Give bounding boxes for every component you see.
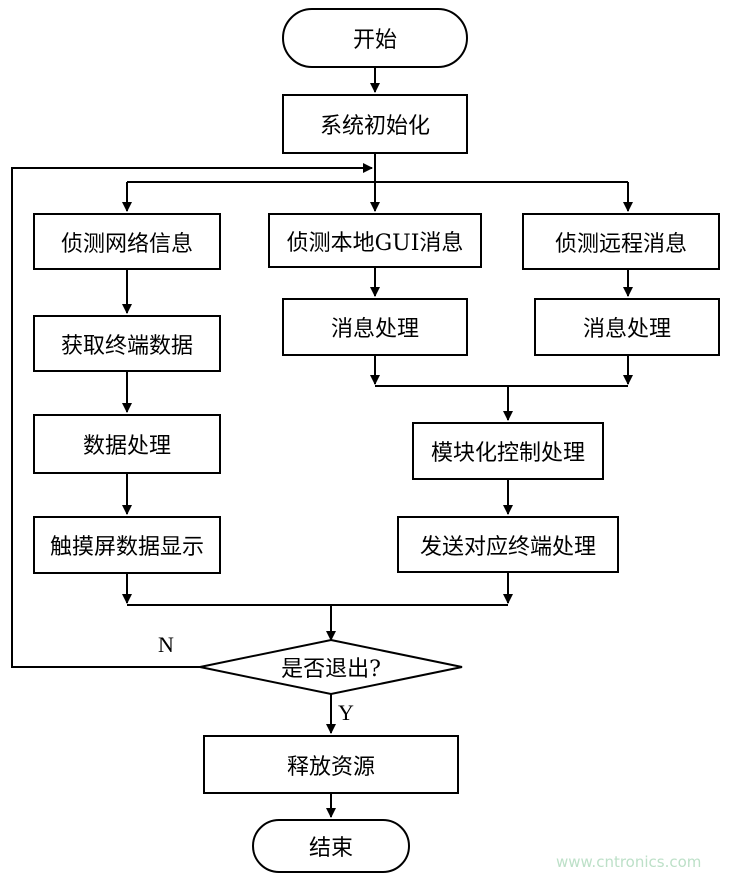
init-node: 系统初始化 [282, 94, 468, 154]
edge-label-yes: Y [338, 700, 354, 725]
end-node: 结束 [252, 819, 410, 873]
touchscreen-display-node: 触摸屏数据显示 [33, 516, 221, 574]
remote-msg-process-node: 消息处理 [534, 298, 720, 356]
send-terminal-node: 发送对应终端处理 [397, 516, 619, 573]
data-process-node: 数据处理 [33, 414, 221, 474]
start-node: 开始 [282, 8, 468, 68]
get-terminal-data-node: 获取终端数据 [33, 315, 221, 372]
watermark: www.cntronics.com [556, 853, 702, 871]
edge-label-no: N [158, 632, 174, 657]
detect-remote-node: 侦测远程消息 [522, 213, 720, 270]
local-msg-process-node: 消息处理 [282, 298, 468, 356]
detect-local-gui-node: 侦测本地GUI消息 [268, 213, 482, 268]
module-control-node: 模块化控制处理 [412, 422, 604, 480]
release-node: 释放资源 [203, 735, 459, 794]
detect-network-node: 侦测网络信息 [33, 213, 221, 270]
arrow-loop-no [11, 163, 373, 668]
exit-decision-label: 是否退出? [281, 657, 381, 682]
